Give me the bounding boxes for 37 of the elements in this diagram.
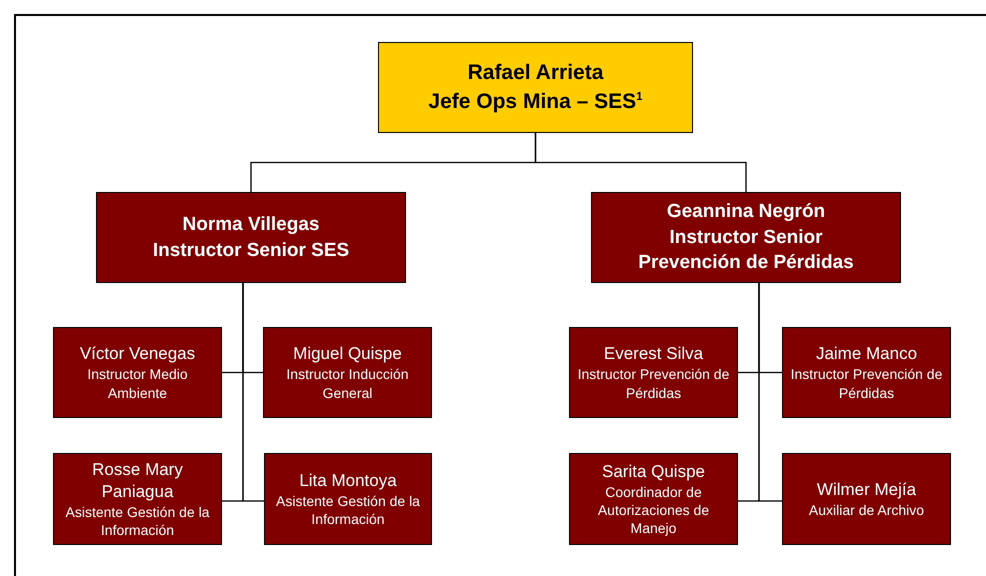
person-name: Everest Silva xyxy=(604,343,704,366)
connector-line xyxy=(534,133,747,192)
org-chart-box xyxy=(264,453,432,545)
person-name: Miguel Quispe xyxy=(293,343,402,366)
org-chart-box xyxy=(53,453,222,545)
job-title: Instructor Prevención de Pérdidas xyxy=(576,365,730,402)
job-title: Instructor Prevención de Pérdidas xyxy=(790,365,944,402)
org-chart-box xyxy=(569,453,738,545)
connector-line xyxy=(758,283,782,502)
org-chart-box xyxy=(378,42,693,133)
org-chart-box xyxy=(53,327,222,418)
org-chart-box xyxy=(782,327,951,418)
person-name: Víctor Venegas xyxy=(80,343,196,366)
job-title: Coordinador de Autorizaciones de Manejo xyxy=(596,482,710,538)
person-name: Sarita Quispe xyxy=(602,460,705,483)
org-chart-box xyxy=(591,192,901,283)
person-name: Lita Montoya xyxy=(299,470,397,492)
person-name: Rosse Mary Paniagua xyxy=(91,458,184,503)
job-title: Asistente Gestión de la Información xyxy=(64,502,210,540)
org-chart-box xyxy=(263,327,432,418)
job-title: Auxiliar de Archivo xyxy=(808,500,924,520)
person-name: Rafael Arrieta xyxy=(468,60,604,86)
job-title: Instructor Senior xyxy=(669,226,823,250)
org-chart-box xyxy=(782,453,951,545)
person-name: Wilmer Mejía xyxy=(816,478,916,501)
org-chart-box xyxy=(569,327,738,418)
job-title: Instructor Inducción General xyxy=(285,365,410,402)
job-title: Instructor Senior SES xyxy=(152,238,350,262)
job-title: Prevención de Pérdidas xyxy=(638,251,854,276)
job-title: Asistente Gestión de la Información xyxy=(275,492,421,528)
person-name: Jaime Manco xyxy=(816,343,918,366)
person-name: Geannina Negrón xyxy=(666,200,826,224)
job-title: Instructor Medio Ambiente xyxy=(86,365,189,402)
org-chart-box xyxy=(96,192,406,283)
connector-line xyxy=(242,283,264,502)
job-title: Jefe Ops Mina – SES$^{1}$ xyxy=(428,88,643,114)
person-name: Norma Villegas xyxy=(182,212,320,237)
